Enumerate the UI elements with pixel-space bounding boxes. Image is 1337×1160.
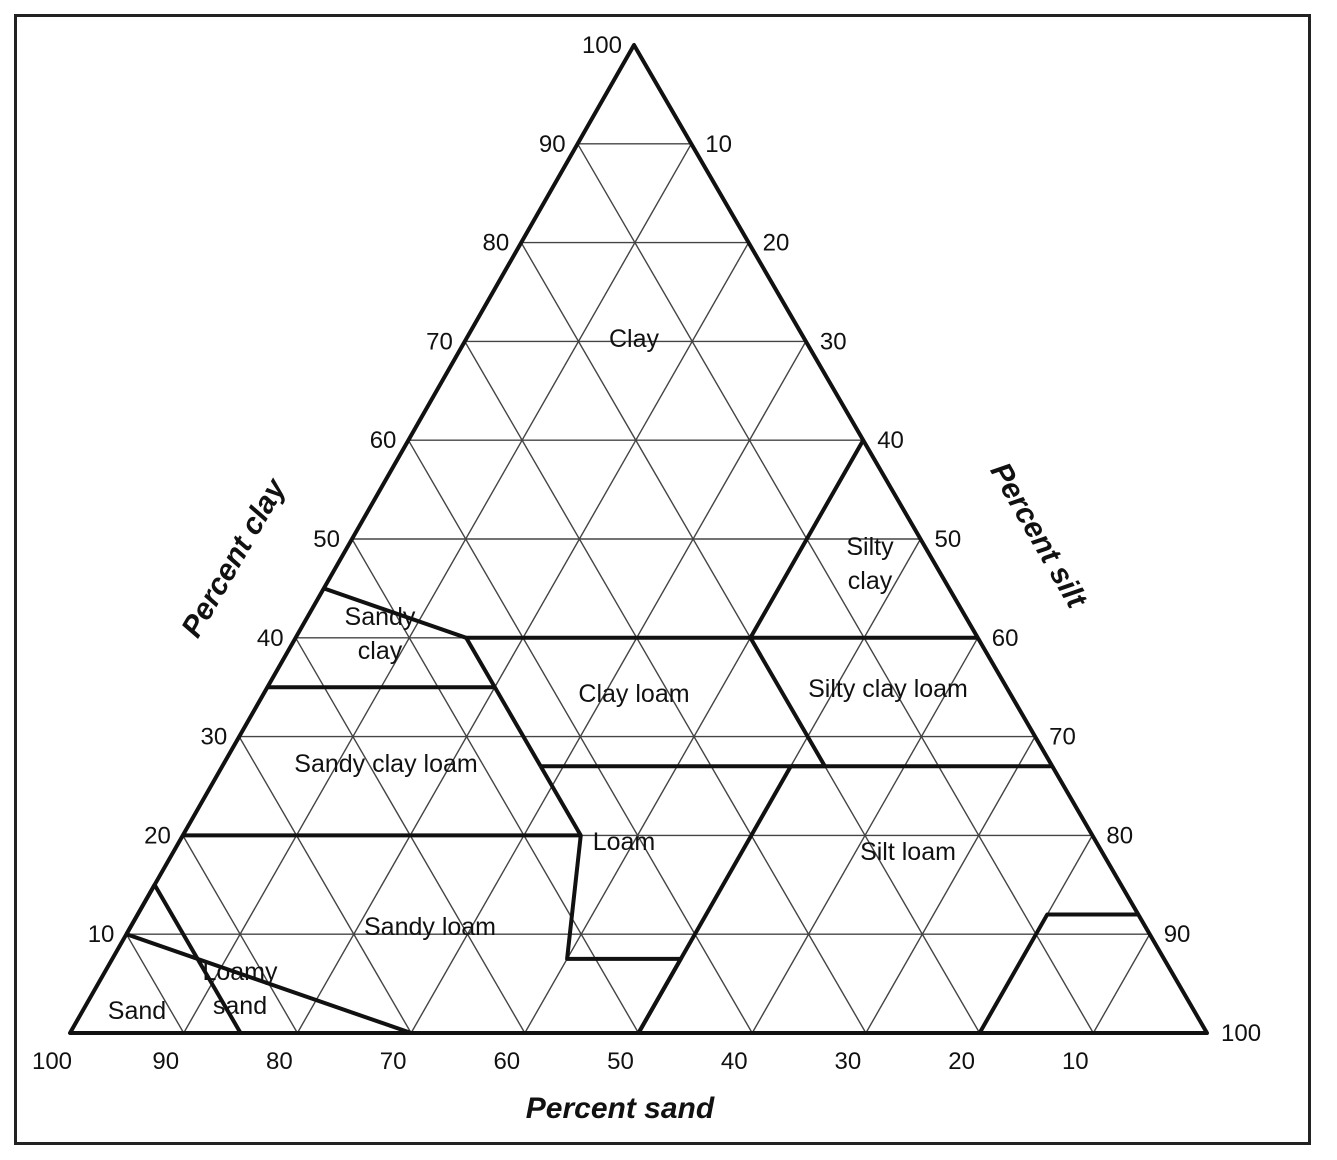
tick-label-silt: 100 <box>1221 1020 1261 1047</box>
class-boundary <box>748 636 827 769</box>
tick-label-clay: 80 <box>482 230 509 257</box>
tick-label-sand: 40 <box>721 1048 748 1075</box>
grid-line-silt <box>751 637 979 1034</box>
axis-title-silt: Percent silt <box>984 457 1094 615</box>
tick-label-silt: 70 <box>1049 724 1076 751</box>
tick-label-silt: 40 <box>877 427 904 454</box>
tick-label-sand: 20 <box>948 1048 975 1075</box>
grid-line-sand <box>464 341 867 1034</box>
diagram-frame <box>14 14 1311 1145</box>
class-boundary <box>464 636 543 768</box>
tick-label-sand: 60 <box>493 1048 520 1075</box>
tick-label-clay: 40 <box>257 625 284 652</box>
axis-title-sand: Percent sand <box>526 1092 715 1125</box>
axis-titles: Percent clay Percent silt Percent sand <box>175 457 1094 1125</box>
tick-label-silt: 60 <box>992 625 1019 652</box>
class-boundaries <box>124 439 1139 1035</box>
grid-lines <box>125 143 1151 1034</box>
grid-line-silt <box>865 736 1036 1034</box>
region-label-loam: Loam <box>593 828 656 856</box>
grid-line-sand <box>238 736 412 1034</box>
grid-line-silt <box>183 143 692 1034</box>
tick-label-clay: 100 <box>582 32 622 59</box>
class-boundary <box>636 765 793 1034</box>
tick-label-clay: 20 <box>144 822 171 849</box>
class-boundary <box>977 912 1139 1034</box>
tick-label-clay: 90 <box>539 131 566 158</box>
region-label-clay: Clay <box>609 325 660 353</box>
tick-label-silt: 80 <box>1106 822 1133 849</box>
tick-label-silt: 30 <box>820 328 847 355</box>
tick-label-clay: 50 <box>313 526 340 553</box>
tick-label-silt: 10 <box>705 131 732 158</box>
grid-line-silt <box>410 341 807 1034</box>
tick-label-sand: 10 <box>1062 1048 1089 1075</box>
grid-line-sand <box>125 933 185 1034</box>
tick-label-clay: 70 <box>426 328 453 355</box>
tick-label-clay: 30 <box>200 724 227 751</box>
grid-line-sand <box>576 143 1094 1034</box>
axis-title-clay: Percent clay <box>175 472 293 643</box>
tick-label-sand: 50 <box>607 1048 634 1075</box>
tick-label-sand: 30 <box>835 1048 862 1075</box>
tick-label-silt: 90 <box>1164 921 1191 948</box>
tick-label-silt: 20 <box>763 230 790 257</box>
grid-line-sand <box>182 835 299 1034</box>
region-label-silty-clay-loam: Silty clay loam <box>808 675 968 703</box>
tick-label-sand: 70 <box>380 1048 407 1075</box>
triangle-outline <box>68 43 1209 1035</box>
region-label-silt-loam: Silt loam <box>860 838 956 866</box>
tick-label-sand: 100 <box>32 1048 72 1075</box>
tick-label-clay: 10 <box>88 921 115 948</box>
tick-label-silt: 50 <box>935 526 962 553</box>
grid-line-silt <box>1092 933 1151 1034</box>
tick-label-sand: 80 <box>266 1048 293 1075</box>
class-boundary <box>152 883 243 1035</box>
region-label-sand: Sand <box>108 997 166 1025</box>
region-label-sandy-loam: Sandy loam <box>364 913 496 941</box>
grid-line-sand <box>351 538 640 1034</box>
tick-label-clay: 60 <box>370 427 397 454</box>
class-boundary <box>323 586 467 640</box>
region-label-sandy-clay-loam: Sandy clay loam <box>294 750 477 778</box>
tick-labels: 10 20 30 40 50 60 70 80 90 100 10 20 30 40 50 60 70 80 90 1… <box>32 32 1261 1075</box>
class-boundary <box>125 932 412 1035</box>
region-label-clay-loam: Clay loam <box>578 680 689 708</box>
tick-label-sand: 90 <box>152 1048 179 1075</box>
